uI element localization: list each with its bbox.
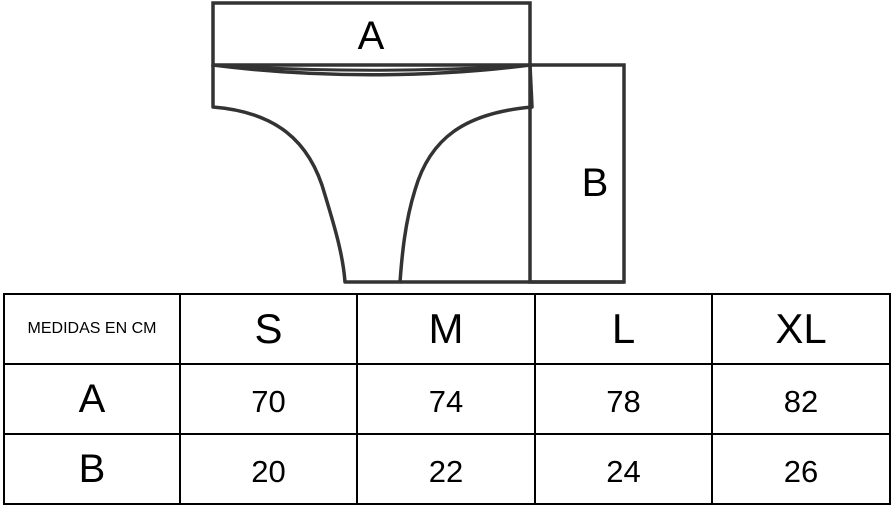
garment-diagram: A B bbox=[211, 1, 626, 284]
table-cell: 74 bbox=[356, 363, 536, 435]
waistband-curve bbox=[212, 63, 531, 72]
label-b: B bbox=[582, 161, 609, 205]
measure-box-b bbox=[528, 63, 626, 284]
size-header-m: M bbox=[356, 293, 536, 365]
table-cell: 20 bbox=[179, 433, 358, 505]
table-row: A 70 74 78 82 bbox=[3, 363, 891, 435]
table-cell: 78 bbox=[534, 363, 713, 435]
table-cell: 70 bbox=[179, 363, 358, 435]
label-a: A bbox=[358, 14, 385, 58]
row-label-b: B bbox=[3, 433, 181, 505]
table-row: B 20 22 24 26 bbox=[3, 433, 891, 505]
table-cell: 24 bbox=[534, 433, 713, 505]
corner-label: MEDIDAS EN CM bbox=[3, 293, 181, 365]
table-cell: 22 bbox=[356, 433, 536, 505]
size-header-s: S bbox=[179, 293, 358, 365]
table-cell: 26 bbox=[711, 433, 891, 505]
brief-outline bbox=[211, 63, 534, 284]
measure-box-a bbox=[211, 1, 532, 67]
size-header-l: L bbox=[534, 293, 713, 365]
size-header-xl: XL bbox=[711, 293, 891, 365]
table-header-row: MEDIDAS EN CM S M L XL bbox=[3, 293, 891, 365]
size-table: MEDIDAS EN CM S M L XL A 70 74 78 82 B 2… bbox=[3, 293, 891, 505]
table-cell: 82 bbox=[711, 363, 891, 435]
row-label-a: A bbox=[3, 363, 181, 435]
